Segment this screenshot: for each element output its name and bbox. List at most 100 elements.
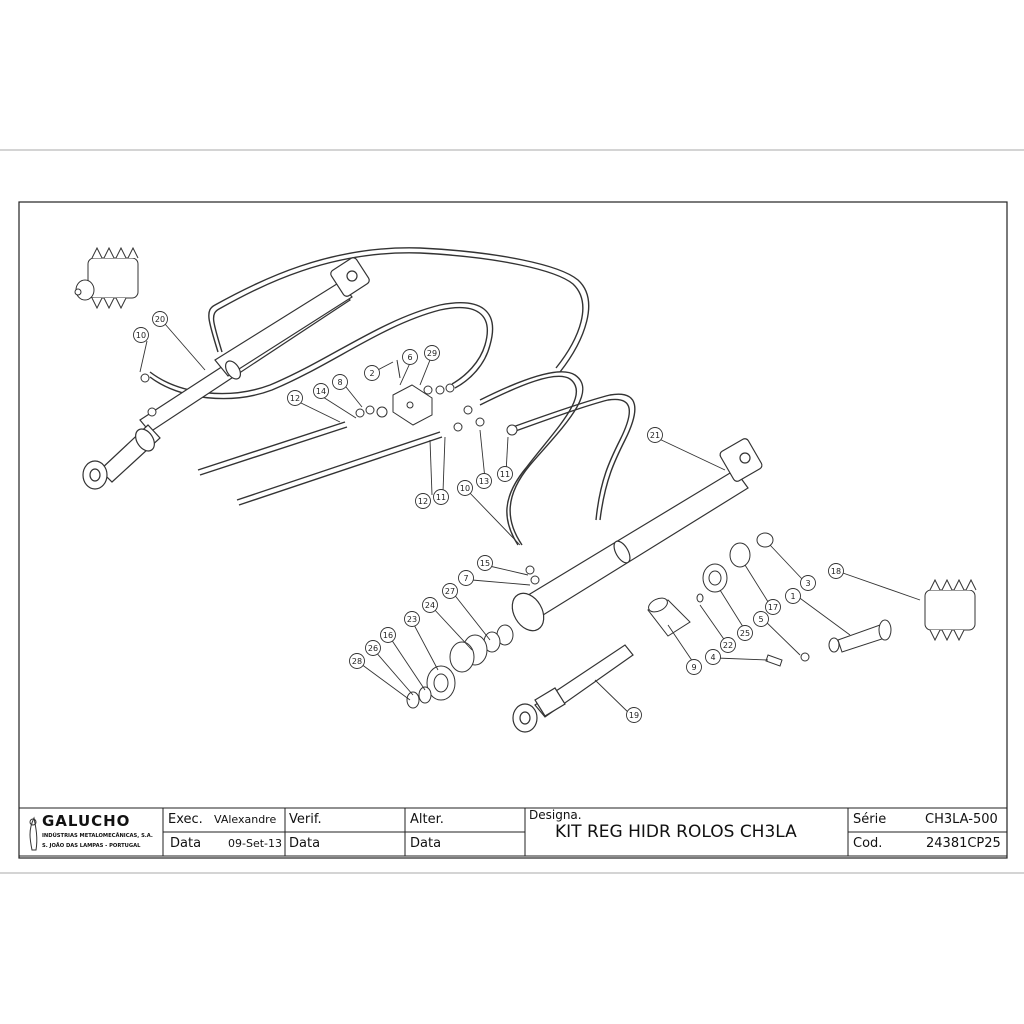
balloon-circle (737, 625, 753, 641)
balloon-circle (433, 489, 449, 505)
balloon-28: 28 (349, 653, 365, 669)
balloon-13: 13 (476, 473, 492, 489)
cod-value: 24381CP25 (926, 836, 1001, 851)
balloon-17: 17 (765, 599, 781, 615)
balloon-circle (424, 345, 440, 361)
balloon-circle (415, 493, 431, 509)
right-hydraulic-cylinder (511, 438, 763, 632)
hydraulic-hoses (149, 247, 636, 546)
balloon-label: 11 (436, 493, 446, 502)
balloon-circle (422, 597, 438, 613)
balloon-label: 9 (691, 663, 696, 672)
cod-label: Cod. (853, 836, 883, 851)
balloon-16: 16 (380, 627, 396, 643)
balloon-label: 15 (480, 559, 490, 568)
balloon-circle (753, 611, 769, 627)
drawing-title: KIT REG HIDR ROLOS CH3LA (555, 822, 797, 842)
balloon-circle (705, 649, 721, 665)
balloon-label: 29 (427, 349, 437, 358)
balloon-15: 15 (477, 555, 493, 571)
balloon-circle (647, 427, 663, 443)
left-hydraulic-cylinder (82, 257, 370, 490)
balloon-circle (442, 583, 458, 599)
balloon-circle (765, 599, 781, 615)
balloon-circle (364, 365, 380, 381)
balloon-19: 19 (626, 707, 642, 723)
balloon-label: 8 (337, 378, 342, 387)
balloon-label: 24 (425, 601, 435, 610)
balloon-label: 16 (383, 631, 393, 640)
balloon-label: 13 (479, 477, 489, 486)
company-line1: INDÚSTRIAS METALOMECÂNICAS, S.A. (42, 833, 153, 839)
balloon-label: 14 (316, 387, 326, 396)
balloon-circle (365, 640, 381, 656)
balloon-4: 4 (705, 649, 721, 665)
balloon-9: 9 (686, 659, 702, 675)
right-roller-assembly (924, 578, 977, 642)
drawing-frame (18, 201, 1008, 859)
left-roller-assembly (74, 246, 139, 310)
company-line2: S. JOÃO DAS LAMPAS - PORTUGAL (42, 843, 141, 849)
balloon-label: 22 (723, 641, 733, 650)
balloon-3: 3 (800, 575, 816, 591)
balloon-circle (497, 466, 513, 482)
data-label-1: Data (170, 836, 202, 851)
balloon-circle (349, 653, 365, 669)
balloon-circle (720, 637, 736, 653)
balloon-20: 20 (152, 311, 168, 327)
balloon-circle (133, 327, 149, 343)
balloon-11: 11 (497, 466, 513, 482)
balloon-8: 8 (332, 374, 348, 390)
balloon-14: 14 (313, 383, 329, 399)
balloon-label: 3 (805, 579, 810, 588)
balloon-11: 11 (433, 489, 449, 505)
balloon-21: 21 (647, 427, 663, 443)
balloon-10: 10 (457, 480, 473, 496)
balloon-6: 6 (402, 349, 418, 365)
balloon-circle (457, 480, 473, 496)
balloon-25: 25 (737, 625, 753, 641)
balloon-label: 10 (136, 331, 146, 340)
balloon-label: 19 (629, 711, 639, 720)
balloon-2: 2 (364, 365, 380, 381)
balloon-18: 18 (828, 563, 844, 579)
balloon-label: 20 (155, 315, 165, 324)
data-label-3: Data (410, 836, 442, 851)
balloon-29: 29 (424, 345, 440, 361)
balloon-circle (476, 473, 492, 489)
balloon-label: 1 (790, 592, 795, 601)
balloon-label: 17 (768, 603, 778, 612)
balloon-27: 27 (442, 583, 458, 599)
balloon-label: 11 (500, 470, 510, 479)
balloon-label: 2 (369, 369, 374, 378)
balloon-label: 12 (290, 394, 300, 403)
balloon-label: 7 (463, 574, 468, 583)
balloon-label: 21 (650, 431, 660, 440)
balloon-circle (402, 349, 418, 365)
balloon-circle (458, 570, 474, 586)
balloon-circle (626, 707, 642, 723)
balloon-circle (313, 383, 329, 399)
piston-rod (512, 644, 634, 733)
title-block-grid (18, 807, 1008, 857)
serie-label: Série (853, 812, 887, 827)
balloon-circle (287, 390, 303, 406)
serie-value: CH3LA-500 (925, 812, 998, 827)
data-label-2: Data (289, 836, 321, 851)
balloon-circle (404, 611, 420, 627)
balloon-circle (686, 659, 702, 675)
data-value: 09-Set-13 (228, 837, 282, 850)
balloon-26: 26 (365, 640, 381, 656)
balloon-label: 5 (758, 615, 763, 624)
balloon-1: 1 (785, 588, 801, 604)
balloon-circle (828, 563, 844, 579)
balloon-7: 7 (458, 570, 474, 586)
company-name: GALUCHO (42, 812, 131, 830)
exec-label: Exec. (168, 812, 203, 827)
balloon-24: 24 (422, 597, 438, 613)
designation-label: Designa. (529, 808, 582, 822)
small-parts (140, 359, 892, 709)
balloon-circle (152, 311, 168, 327)
